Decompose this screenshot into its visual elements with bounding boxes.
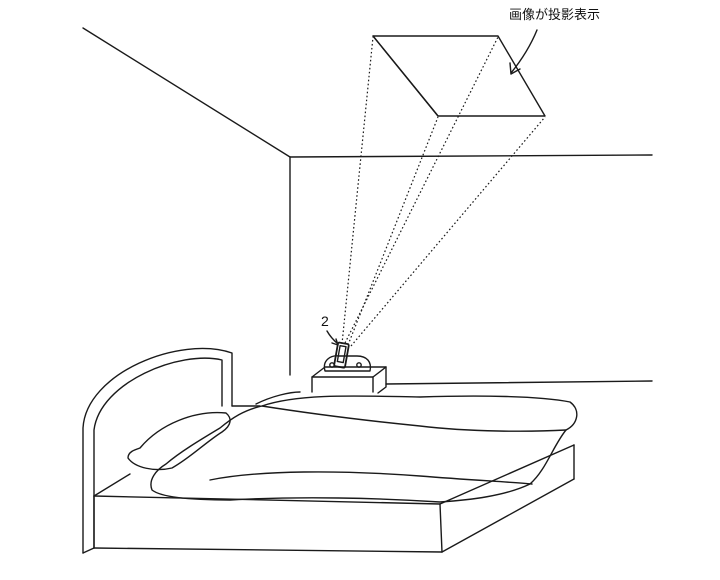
cradle-button-left (329, 362, 335, 368)
beam-ray-3 (347, 116, 439, 346)
bed-frame-bottom-front (93, 547, 443, 553)
bed-frame-front-corner (439, 503, 443, 553)
projection-arrow (509, 29, 538, 75)
bed-frame-bottom-side (441, 478, 575, 553)
beam-ray-2 (344, 36, 499, 344)
projected-image-bevel (372, 35, 439, 117)
projected-image-frame (372, 35, 546, 117)
room-walls (82, 27, 653, 385)
nightstand-top (311, 366, 387, 378)
bed-frame (93, 405, 575, 553)
smartphone-body (333, 341, 350, 369)
bed-frame-top-front (93, 495, 441, 505)
headboard-inner (93, 357, 223, 549)
bed-frame-left-edge (93, 473, 131, 497)
nightstand (311, 366, 387, 394)
projection-label: 画像が投影表示 (509, 7, 600, 23)
duvet (150, 391, 578, 503)
headboard (82, 347, 233, 554)
projection-arrow-head (509, 62, 521, 75)
projection-arrow-shaft (510, 29, 538, 74)
nightstand-side (377, 366, 387, 394)
device-reference-numeral: 2 (321, 313, 329, 329)
duvet-top-fold (261, 405, 567, 432)
projector-device (323, 341, 372, 372)
back-wall-floor-edge (385, 380, 653, 385)
beam-ray-1 (341, 36, 374, 345)
headboard-outer (82, 347, 233, 554)
beam-ray-4 (350, 116, 546, 347)
pillow (127, 411, 231, 471)
headboard-foot (82, 547, 95, 554)
duvet-side-fold (209, 471, 533, 485)
projection-beam (341, 36, 546, 347)
ceiling-wall-edge (82, 27, 291, 158)
cradle-button-right (356, 362, 362, 368)
duvet-outline (150, 395, 578, 503)
device-leader-head (331, 338, 339, 346)
device-leader-arrow (326, 330, 339, 346)
projected-image (372, 35, 546, 117)
bed-frame-top-side (439, 444, 575, 505)
back-wall-top-edge (289, 154, 653, 158)
smartphone-screen (336, 345, 347, 364)
device-cradle (323, 355, 372, 372)
duvet-head-crease (255, 391, 301, 405)
